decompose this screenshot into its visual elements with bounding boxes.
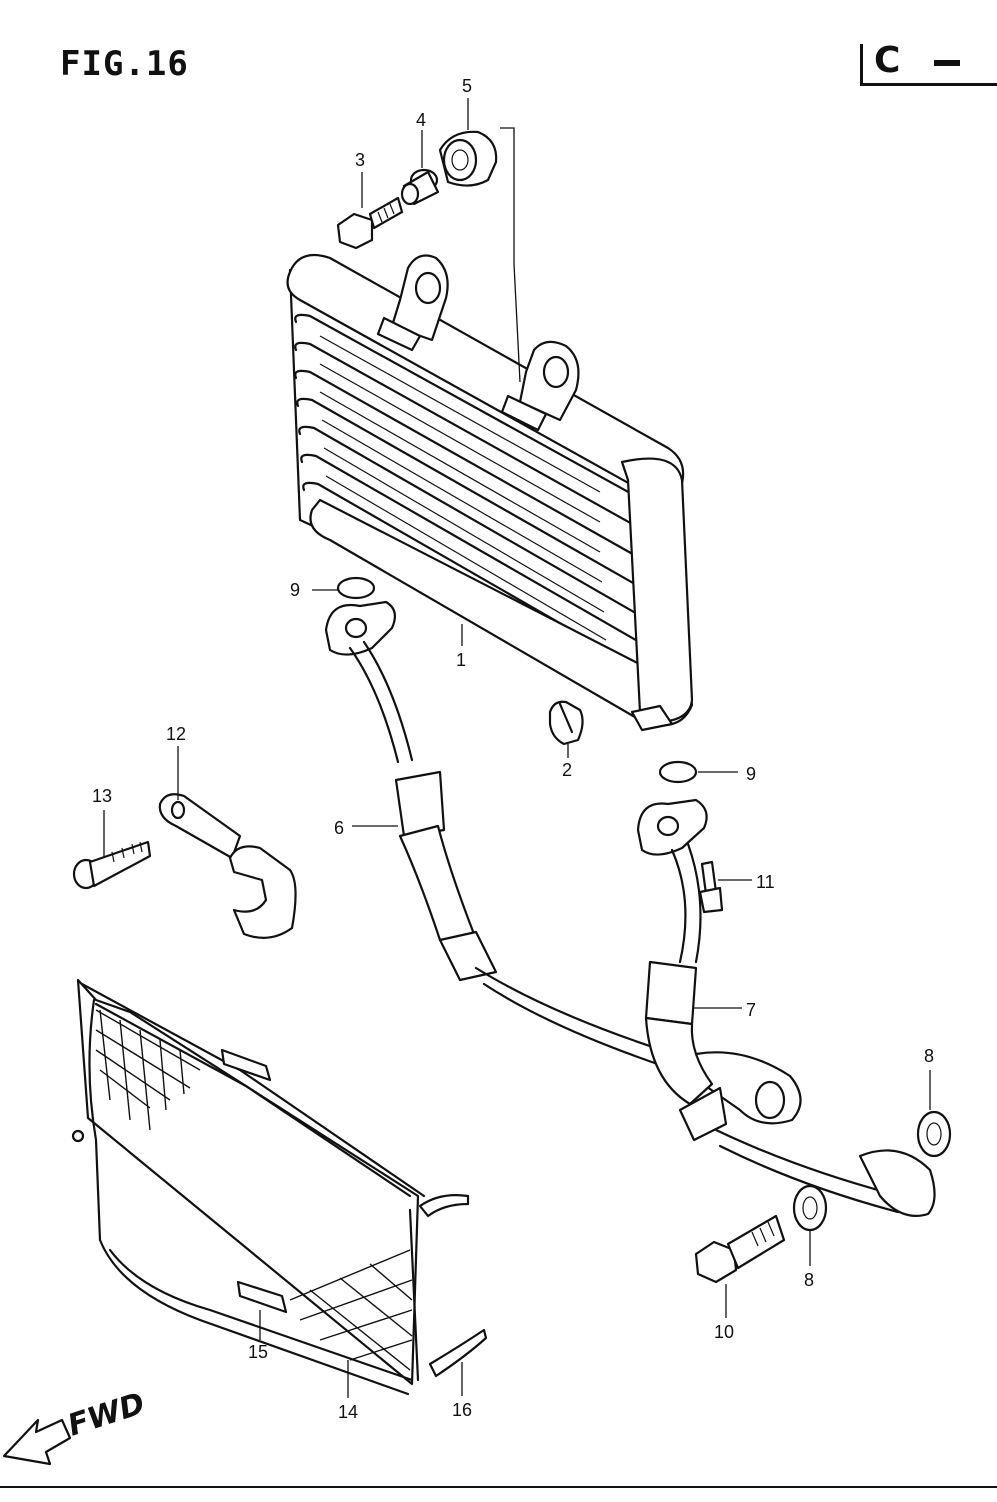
part-5-bracket-line	[500, 127, 521, 383]
callout-11: 11	[756, 872, 775, 892]
figure-title: FIG.16	[60, 44, 189, 84]
callout-8-upper: 8	[924, 1046, 934, 1066]
section-mark-dash	[934, 60, 960, 66]
callout-10: 10	[714, 1322, 734, 1342]
part-3-bolt	[336, 196, 404, 250]
callout-3: 3	[355, 150, 365, 170]
part-9-o-ring-lower	[658, 760, 698, 784]
callout-12: 12	[166, 724, 186, 744]
oil-cooler-bracket-right	[500, 340, 580, 432]
part-2-clamp	[548, 700, 584, 746]
section-mark-bar	[860, 44, 863, 86]
part-8-gasket-upper	[916, 1110, 952, 1158]
callout-8-lower: 8	[804, 1270, 814, 1290]
part-10-union-bolt	[694, 1214, 786, 1284]
part-7-outlet-hose	[636, 798, 936, 1217]
guard-hook-lower	[428, 1328, 488, 1378]
callout-9-upper: 9	[290, 580, 300, 600]
part-12-clamp-bracket	[158, 793, 297, 939]
part-4-collar	[400, 168, 440, 206]
callout-6: 6	[334, 818, 344, 838]
oil-cooler	[286, 254, 694, 732]
callout-4: 4	[416, 110, 426, 130]
callout-9-lower: 9	[746, 764, 756, 784]
section-mark-base	[860, 83, 997, 86]
callout-14: 14	[338, 1402, 358, 1422]
fwd-arrow-icon	[2, 1418, 72, 1466]
callout-2: 2	[562, 760, 572, 780]
part-13-bolt	[72, 840, 152, 890]
callout-16: 16	[452, 1400, 472, 1420]
leader-lines	[103, 98, 931, 1398]
fwd-label: FWD	[64, 1386, 149, 1444]
section-mark-letter: C	[874, 40, 901, 81]
part-15-cushion-upper	[220, 1048, 272, 1082]
part-5-cushion	[438, 130, 498, 187]
bottom-index-strip	[0, 1486, 997, 1502]
oil-cooler-bottom-mount	[630, 704, 674, 732]
guard-hook-upper	[418, 1194, 470, 1218]
callout-7: 7	[746, 1000, 756, 1020]
part-15-cushion	[236, 1280, 288, 1314]
part-8-gasket-lower	[792, 1184, 828, 1232]
part-14-cooler-guard	[71, 978, 488, 1396]
callout-15: 15	[248, 1342, 268, 1362]
callout-labels: 1 2 3 4 5 6 7 8 8 9 9 10 11 12 13 14 15 …	[92, 76, 934, 1422]
guard-mesh-upper	[95, 1009, 201, 1131]
oil-cooler-bracket-left	[376, 254, 449, 352]
callout-13: 13	[92, 786, 112, 806]
part-9-o-ring-upper	[336, 576, 376, 600]
guard-tab	[71, 1129, 85, 1143]
part-6-inlet-hose	[324, 600, 802, 1125]
callout-1: 1	[456, 650, 466, 670]
guard-mesh-lower	[289, 1249, 413, 1371]
section-mark: C	[860, 40, 997, 86]
part-11-bolt	[698, 860, 724, 914]
callout-5: 5	[462, 76, 472, 96]
fwd-arrow	[2, 1418, 72, 1466]
